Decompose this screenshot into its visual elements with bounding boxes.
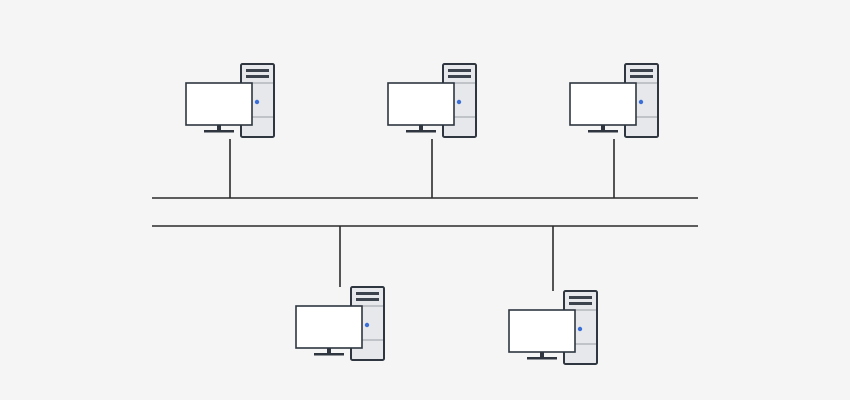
drive-bay (356, 292, 379, 295)
power-led (254, 99, 260, 105)
monitor-base (406, 130, 436, 133)
monitor-neck (217, 125, 221, 131)
workstation-4-computer-icon (295, 286, 385, 361)
monitor-neck (327, 348, 331, 354)
drive-bay (630, 75, 653, 78)
monitor-screen (185, 82, 253, 126)
drive-bay (448, 75, 471, 78)
drive-bay (569, 296, 592, 299)
drive-bay (356, 298, 379, 301)
monitor-screen (295, 305, 363, 349)
power-led (638, 99, 644, 105)
power-led (456, 99, 462, 105)
drive-bay (569, 302, 592, 305)
drive-bay (246, 75, 269, 78)
monitor-neck (601, 125, 605, 131)
drop-cables (229, 139, 615, 291)
drive-bay (246, 69, 269, 72)
monitor-screen (387, 82, 455, 126)
workstation-5-computer-icon (508, 290, 598, 365)
monitor-neck (540, 352, 544, 358)
monitor-base (204, 130, 234, 133)
workstation-1-computer-icon (185, 63, 275, 138)
monitor-screen (569, 82, 637, 126)
power-led (577, 326, 583, 332)
monitor-base (588, 130, 618, 133)
workstations (185, 63, 659, 365)
workstation-2-computer-icon (387, 63, 477, 138)
monitor-screen (508, 309, 576, 353)
bus-backbone (152, 197, 698, 227)
workstation-3-computer-icon (569, 63, 659, 138)
drive-bay (448, 69, 471, 72)
power-led (364, 322, 370, 328)
drive-bay (630, 69, 653, 72)
monitor-base (314, 353, 344, 356)
monitor-base (527, 357, 557, 360)
monitor-neck (419, 125, 423, 131)
